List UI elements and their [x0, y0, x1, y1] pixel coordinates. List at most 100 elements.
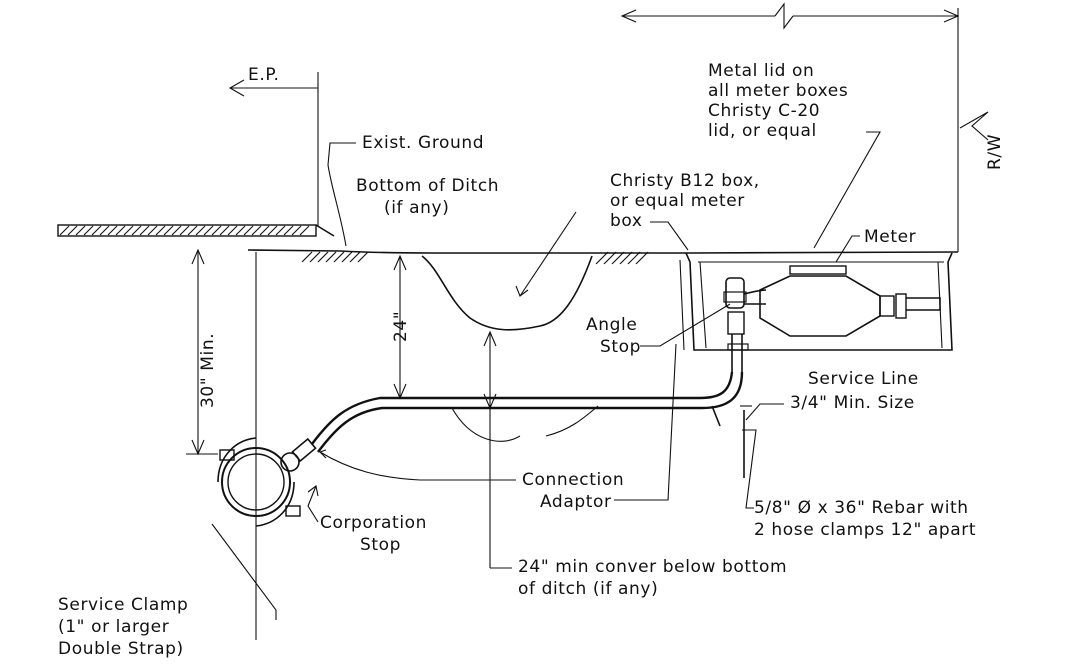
- clamp-label-line1: Service Clamp: [58, 595, 188, 615]
- ground-hatch-line: [357, 251, 369, 263]
- service-line-label-line1: Service Line: [808, 369, 919, 389]
- pavement-hatch-line: [67, 225, 78, 236]
- connection-adaptor-callout: Connection Adaptor: [318, 343, 677, 512]
- ground-hatch-line: [325, 251, 337, 263]
- lid-label-line1: Metal lid on: [708, 61, 814, 81]
- ditch: Bottom of Ditch (if any): [356, 176, 599, 442]
- rw-dimension-line: [620, 2, 960, 252]
- ground-hatch-line: [603, 251, 617, 265]
- clamp-label-line2: (1" or larger: [58, 617, 169, 637]
- pavement-hatch-line: [243, 225, 254, 236]
- angle-stop: Angle Stop: [586, 277, 767, 372]
- cover-label-line2: of ditch (if any): [518, 579, 658, 599]
- pavement-hatch-line: [195, 225, 206, 236]
- ground-hatch-line: [341, 251, 353, 263]
- rebar-callout: 5/8" Ø x 36" Rebar with 2 hose clamps 12…: [742, 429, 976, 540]
- corp-stop-label-line1: Corporation: [320, 513, 427, 533]
- ground-hatch-line: [619, 251, 633, 265]
- box-label-line2: or equal meter: [610, 191, 745, 211]
- dim-30-min: 30" Min.: [186, 248, 218, 456]
- pavement-hatch-line: [291, 225, 302, 236]
- connection-label-line2: Adaptor: [540, 492, 612, 512]
- dim-30-label: 30" Min.: [198, 333, 218, 408]
- box-label-line3: box: [610, 211, 643, 231]
- lid-label-line4: lid, or equal: [708, 121, 817, 141]
- rebar-label-line1: 5/8" Ø x 36" Rebar with: [754, 498, 969, 518]
- pavement-hatch-line: [227, 225, 238, 236]
- ground-hatch-line: [333, 251, 345, 263]
- pavement-hatch-line: [99, 225, 110, 236]
- service-line-label-line2: 3/4" Min. Size: [790, 393, 915, 413]
- ground-hatch-line: [309, 251, 321, 263]
- ground-hatch-line: [595, 251, 609, 265]
- corporation-stop: Corporation Stop: [280, 437, 427, 555]
- pavement-hatch-line: [91, 225, 102, 236]
- service-clamp-callout: Service Clamp (1" or larger Double Strap…: [58, 523, 277, 659]
- pavement-hatch-line: [219, 225, 230, 236]
- dim-24-label: 24": [391, 311, 411, 342]
- ground-hatch-line: [301, 251, 313, 263]
- pavement-hatch-line: [59, 225, 70, 236]
- exist-ground-callout: Exist. Ground: [327, 133, 484, 247]
- meter-box: [679, 252, 953, 351]
- ditch-label-line2: (if any): [384, 198, 449, 218]
- pavement-hatch-line: [139, 225, 150, 236]
- water-meter: Meter: [759, 227, 941, 337]
- pavement-hatch-line: [115, 225, 126, 236]
- service-line-callout: Service Line 3/4" Min. Size: [745, 369, 919, 421]
- ditch-label-line1: Bottom of Ditch: [356, 176, 499, 196]
- rw-label: R/W: [985, 134, 1005, 170]
- ground-hatch-line: [349, 251, 361, 263]
- exist-ground-label: Exist. Ground: [362, 133, 484, 153]
- right-of-way-marker: R/W: [959, 111, 1005, 170]
- corp-stop-label-line2: Stop: [360, 535, 401, 555]
- pavement-hatch-line: [187, 225, 198, 236]
- water-main: [217, 437, 301, 527]
- pavement-hatch-line: [155, 225, 166, 236]
- pavement-hatch-line: [147, 225, 158, 236]
- pavement-hatch-line: [299, 225, 310, 236]
- pavement-hatch-line: [275, 225, 286, 236]
- lid-label-line3: Christy C-20: [708, 101, 820, 121]
- lid-label-line2: all meter boxes: [708, 81, 848, 101]
- pavement-hatch-line: [163, 225, 174, 236]
- pavement-hatch-line: [75, 225, 86, 236]
- pavement-hatch-line: [251, 225, 262, 236]
- ground-hatch-line: [635, 251, 649, 265]
- pavement-hatch-line: [203, 225, 214, 236]
- ground-hatch-line: [611, 251, 625, 265]
- meter-box-callout: Christy B12 box, or equal meter box: [610, 171, 760, 251]
- cover-label-line1: 24" min conver below bottom: [518, 557, 787, 577]
- ep-label: E.P.: [248, 65, 280, 85]
- pavement-hatch-line: [83, 225, 94, 236]
- connection-label-line1: Connection: [522, 470, 624, 490]
- dim-24: 24": [391, 254, 411, 400]
- pavement-hatch: [57, 224, 335, 237]
- meter-label: Meter: [864, 227, 916, 247]
- angle-stop-label-line2: Stop: [600, 337, 641, 357]
- pavement-hatch-line: [131, 225, 142, 236]
- angle-stop-label-line1: Angle: [586, 315, 637, 335]
- pavement-hatch-line: [171, 225, 182, 236]
- pavement-hatch-line: [259, 225, 270, 236]
- pavement-hatch-line: [283, 225, 294, 236]
- pavement-hatch-line: [179, 225, 190, 236]
- pavement-hatch-line: [267, 225, 278, 236]
- box-label-line1: Christy B12 box,: [610, 171, 760, 191]
- pavement-hatch-line: [107, 225, 118, 236]
- rebar: [711, 405, 752, 478]
- rebar-label-line2: 2 hose clamps 12" apart: [754, 520, 976, 540]
- pavement-hatch-line: [235, 225, 246, 236]
- pavement-hatch-line: [123, 225, 134, 236]
- edge-of-pavement-marker: E.P.: [228, 65, 319, 226]
- clamp-label-line3: Double Strap): [58, 639, 184, 659]
- service-line-pipe: [311, 371, 744, 453]
- metal-lid-callout: Metal lid on all meter boxes Christy C-2…: [708, 61, 881, 249]
- ground-hatch-line: [627, 251, 641, 265]
- pavement-hatch-line: [211, 225, 222, 236]
- ground-hatch-line: [317, 251, 329, 263]
- ground-line: [247, 249, 959, 265]
- cover-dimension: 24" min conver below bottom of ditch (if…: [483, 330, 787, 599]
